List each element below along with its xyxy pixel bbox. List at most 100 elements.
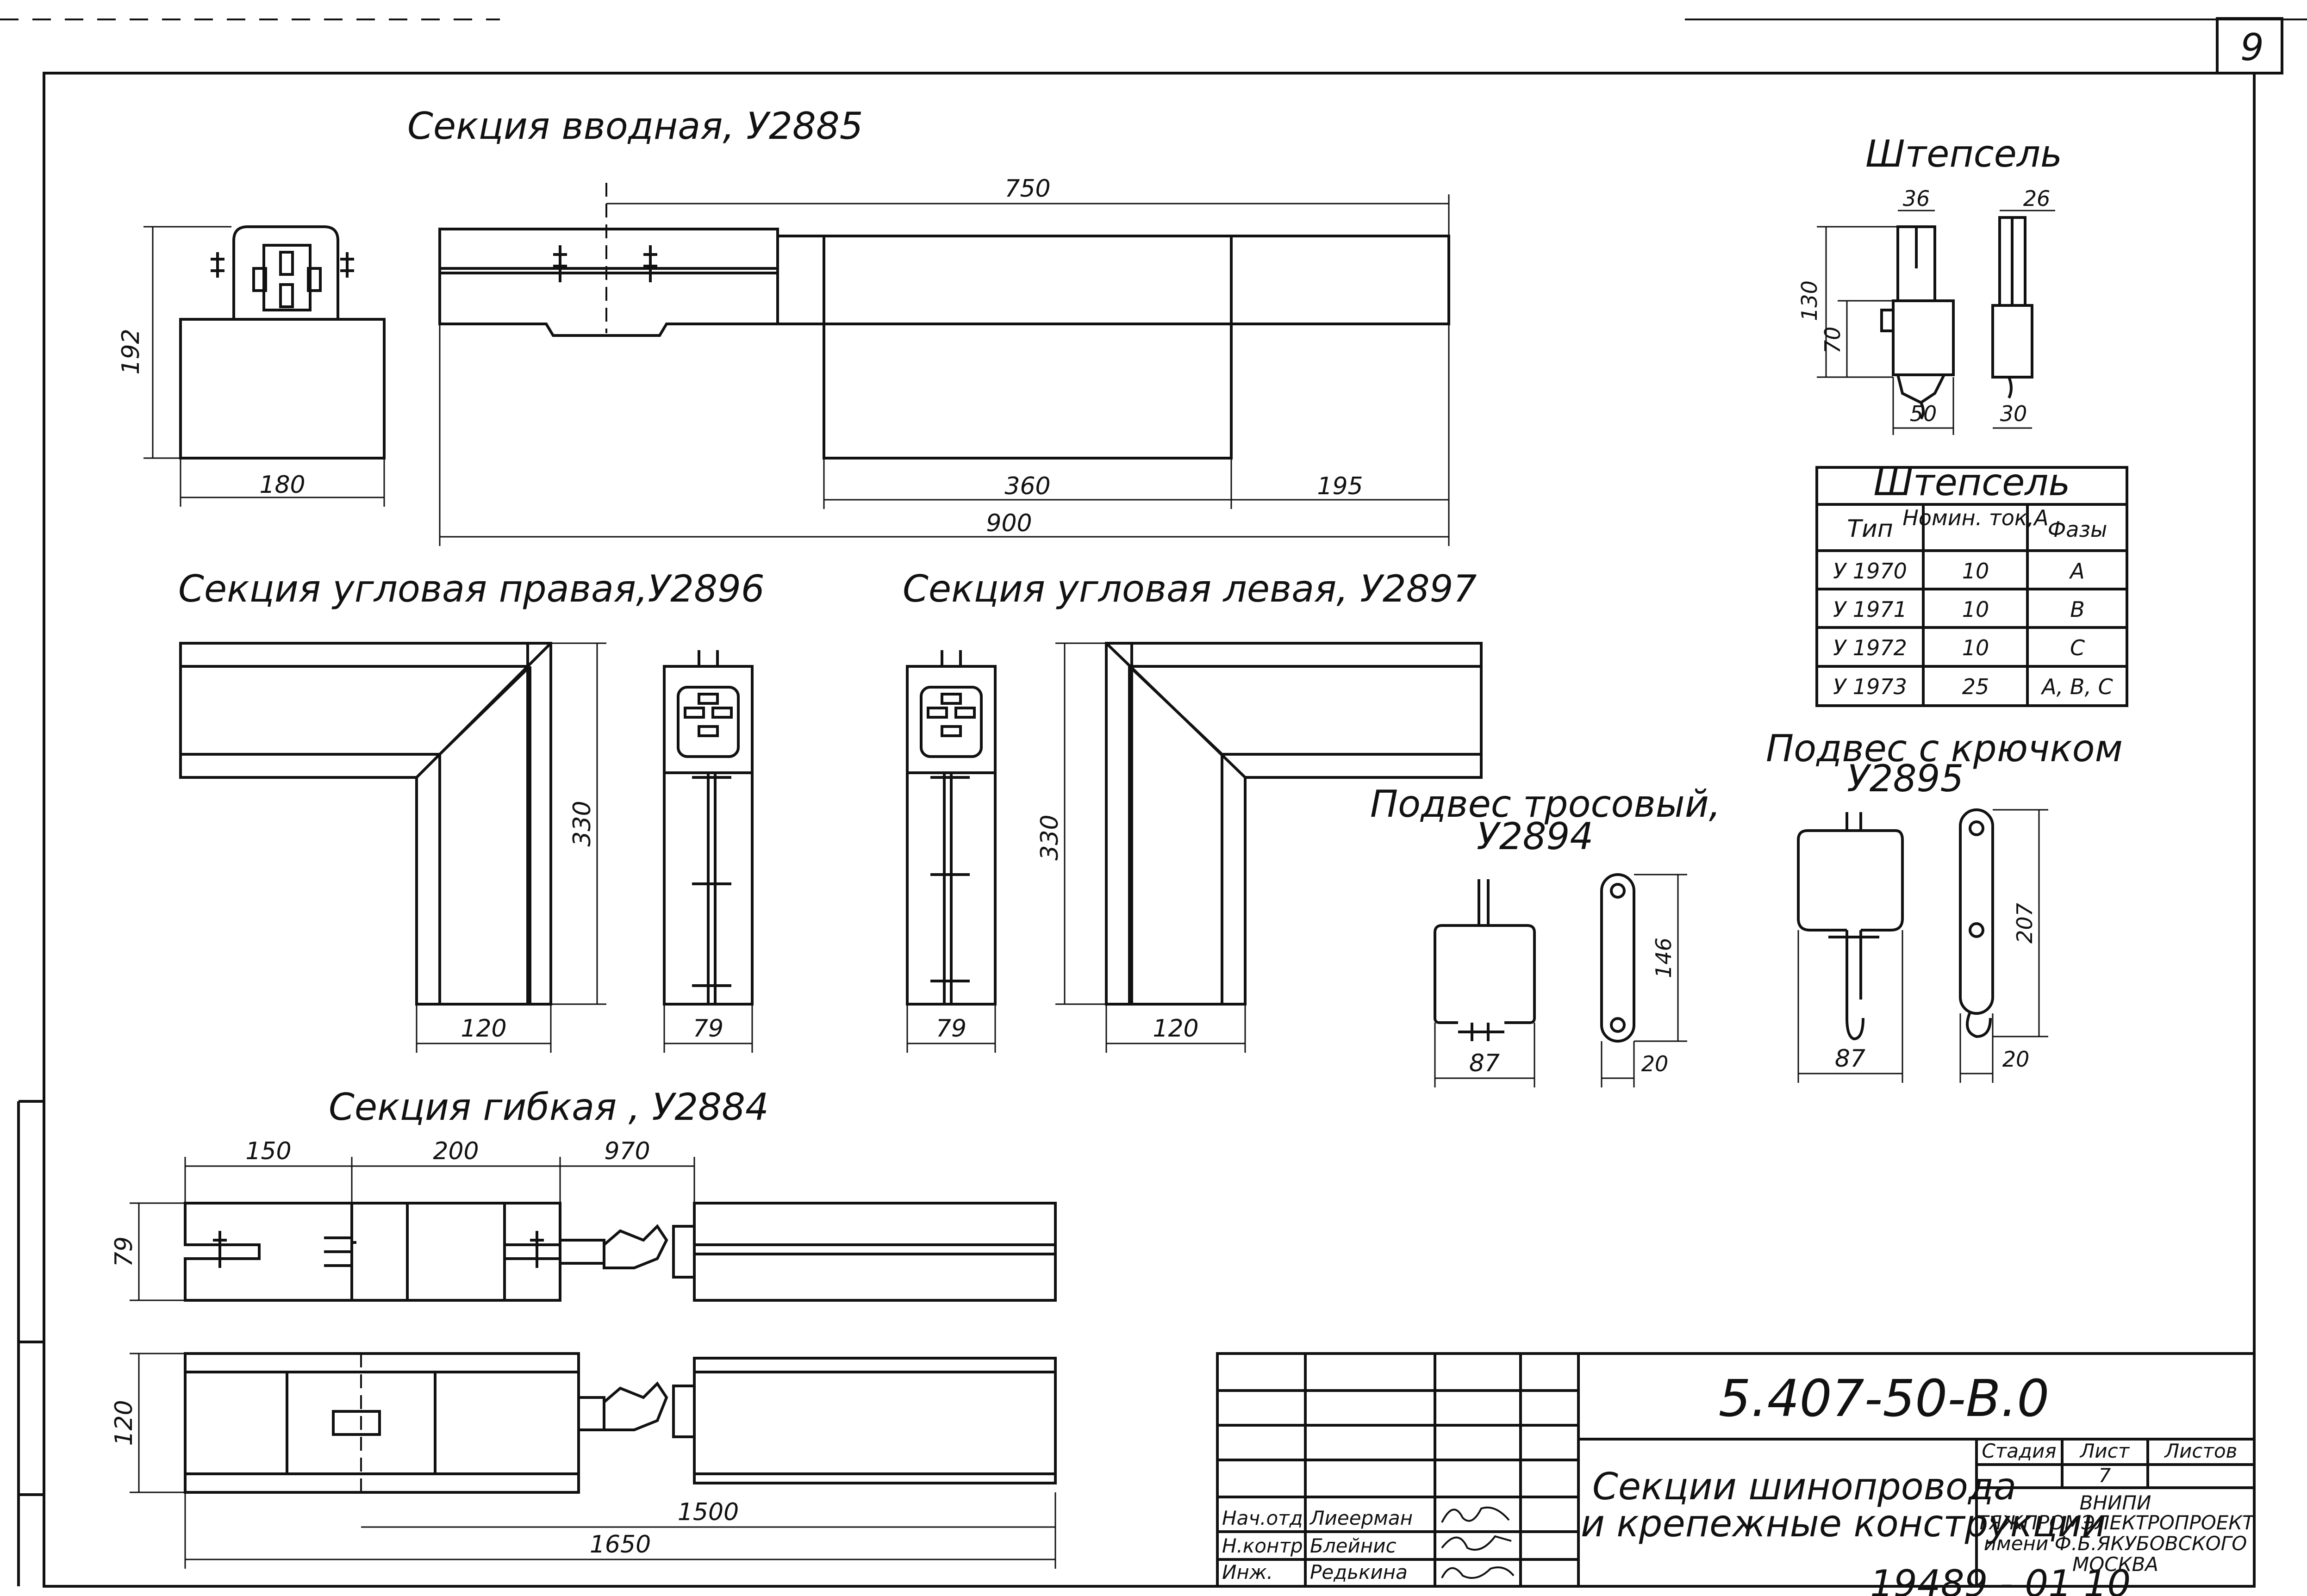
title-podves-kryuchok-line2: У2895: [1847, 757, 1964, 800]
uglovaya-levaya-dimension-lines: [906, 642, 1246, 1053]
plug-row-3-phases: С: [2070, 635, 2085, 660]
uglovaya-levaya-end: [906, 650, 997, 1006]
dim-36: 36: [1903, 186, 1930, 211]
podves-trosovyi-side: [1600, 873, 1635, 1043]
dim-20-kryuchok: 20: [2002, 1047, 2030, 1072]
dim-130: 130: [1797, 280, 1822, 321]
vvodnaya-end-view: [179, 225, 386, 460]
dim-30: 30: [2000, 401, 2027, 426]
gibkaya-top-view: [184, 1202, 1057, 1302]
name-n-kontr: Блейнис: [1310, 1534, 1397, 1557]
role-n-kontr: Н.контр.: [1222, 1534, 1309, 1557]
dim-207: 207: [2012, 903, 2037, 944]
dim-150: 150: [245, 1137, 291, 1165]
label-stadiya: Стадия: [1982, 1440, 2056, 1462]
name-inzh: Редькина: [1310, 1561, 1408, 1584]
dim-79-gibkaya: 79: [110, 1236, 138, 1267]
dim-87-trosovyi: 87: [1469, 1050, 1500, 1077]
title-vvodnaya: Секция вводная, У2885: [407, 105, 863, 148]
podves-kryuchok-dimension-lines: [1797, 809, 2048, 1083]
podves-kryuchok-side: [1959, 808, 1994, 1038]
dim-120-right: 120: [461, 1015, 506, 1043]
value-list: 7: [2099, 1464, 2111, 1487]
dim-87-kryuchok: 87: [1835, 1045, 1865, 1073]
label-list: Лист: [2079, 1440, 2130, 1462]
podves-kryuchok-front: [1797, 812, 1904, 1041]
signature-1: [1441, 1506, 1510, 1523]
podves-trosovyi-dimension-lines: [1434, 874, 1687, 1087]
dim-79-left: 79: [936, 1015, 966, 1043]
plug-table-grid: [1815, 466, 2128, 707]
title-podves-trosovyi-line1: Подвес тросовый,: [1370, 782, 1721, 826]
plug-row-1-type: У 1970: [1833, 559, 1907, 584]
dim-200: 200: [433, 1137, 479, 1165]
sheet-number-box: [2216, 17, 2283, 75]
plug-table-header-type: Тип: [1847, 515, 1893, 543]
document-code: 5.407-50-В.0: [1719, 1369, 2050, 1428]
dim-146: 146: [1651, 938, 1676, 978]
plug-row-1-phases: А: [2069, 559, 2084, 584]
dim-195: 195: [1317, 472, 1363, 500]
dim-330-right: 330: [568, 801, 596, 846]
title-block-grid: [1216, 1352, 2256, 1588]
role-inzh: Инж.: [1222, 1561, 1273, 1584]
sheet-frame: [43, 72, 2256, 1588]
plug-row-4-phases: А, В, С: [2040, 674, 2113, 699]
archive-number: 19489 - 01 10: [1870, 1562, 2131, 1596]
org-line1: ВНИПИ: [2080, 1491, 2151, 1514]
org-line2: ТЯЖПРОМЭЛЕКТРОПРОЕКТ: [1977, 1511, 2256, 1534]
plug-table-header-phases: Фазы: [2048, 517, 2107, 542]
label-listov: Листов: [2164, 1440, 2238, 1462]
dim-192: 192: [117, 329, 145, 374]
podves-trosovyi-front: [1434, 879, 1536, 1041]
gibkaya-plan-view: [184, 1352, 1057, 1494]
document-name-line2: и крепежные конструкции: [1581, 1502, 2106, 1545]
vvodnaya-dimension-lines: [143, 194, 1450, 546]
title-podves-kryuchok-line1: Подвес с крючком: [1766, 727, 2123, 770]
plug-row-1-current: 10: [1962, 559, 1989, 584]
org-line4: МОСКВА: [2072, 1553, 2158, 1576]
plug-row-3-type: У 1972: [1833, 635, 1907, 660]
title-podves-trosovyi-line2: У2894: [1477, 815, 1593, 858]
dim-750: 750: [1004, 175, 1050, 203]
dim-900: 900: [986, 509, 1032, 537]
title-gibkaya: Секция гибкая , У2884: [329, 1086, 769, 1129]
name-nach-otd: Лиеерман: [1309, 1507, 1413, 1529]
dim-1500: 1500: [678, 1498, 739, 1526]
signature-2: [1441, 1535, 1512, 1551]
sheet-number: 9: [2240, 26, 2264, 69]
plug-row-3-current: 10: [1962, 635, 1989, 660]
vvodnaya-side-view: [438, 183, 1450, 460]
plug-table-header-current: Номин. ток,А: [1902, 505, 2048, 530]
plug-table-title: Штепсель: [1873, 461, 2070, 504]
dim-330-left: 330: [1036, 814, 1064, 860]
plug-row-2-current: 10: [1962, 597, 1989, 622]
document-name-line1: Секции шинопровода: [1592, 1465, 2016, 1508]
signature-3: [1441, 1566, 1515, 1579]
dim-970: 970: [604, 1137, 650, 1165]
shtepsel-side-view: [1991, 216, 2033, 399]
uglovaya-pravaya-plan: [179, 642, 552, 1006]
org-line3: имени Ф.Б.ЯКУБОВСКОГО: [1984, 1532, 2247, 1555]
role-nach-otd: Нач.отд.: [1222, 1507, 1309, 1529]
dim-50: 50: [1910, 401, 1937, 426]
plug-row-2-type: У 1971: [1833, 597, 1907, 622]
plug-table-header-current-text: Номин. ток,А: [1902, 505, 2048, 530]
dim-120-left: 120: [1153, 1015, 1198, 1043]
plug-row-4-current: 25: [1962, 674, 1989, 699]
dim-79-right: 79: [693, 1015, 723, 1043]
shtepsel-front-view: [1880, 225, 1955, 420]
uglovaya-pravaya-end: [663, 650, 754, 1006]
plug-row-2-phases: В: [2070, 597, 2085, 622]
plug-row-4-type: У 1973: [1833, 674, 1907, 699]
uglovaya-levaya-plan: [1105, 642, 1483, 1006]
dim-20-trosovyi: 20: [1641, 1051, 1669, 1076]
dim-1650: 1650: [590, 1531, 651, 1559]
dim-180: 180: [259, 471, 305, 499]
dim-70: 70: [1820, 327, 1845, 354]
dim-26: 26: [2023, 186, 2051, 211]
gibkaya-dimension-lines: [130, 1157, 1056, 1569]
title-uglovaya-pravaya: Секция угловая правая,У2896: [178, 567, 765, 610]
shtepsel-dimension-lines: [1817, 210, 2055, 435]
